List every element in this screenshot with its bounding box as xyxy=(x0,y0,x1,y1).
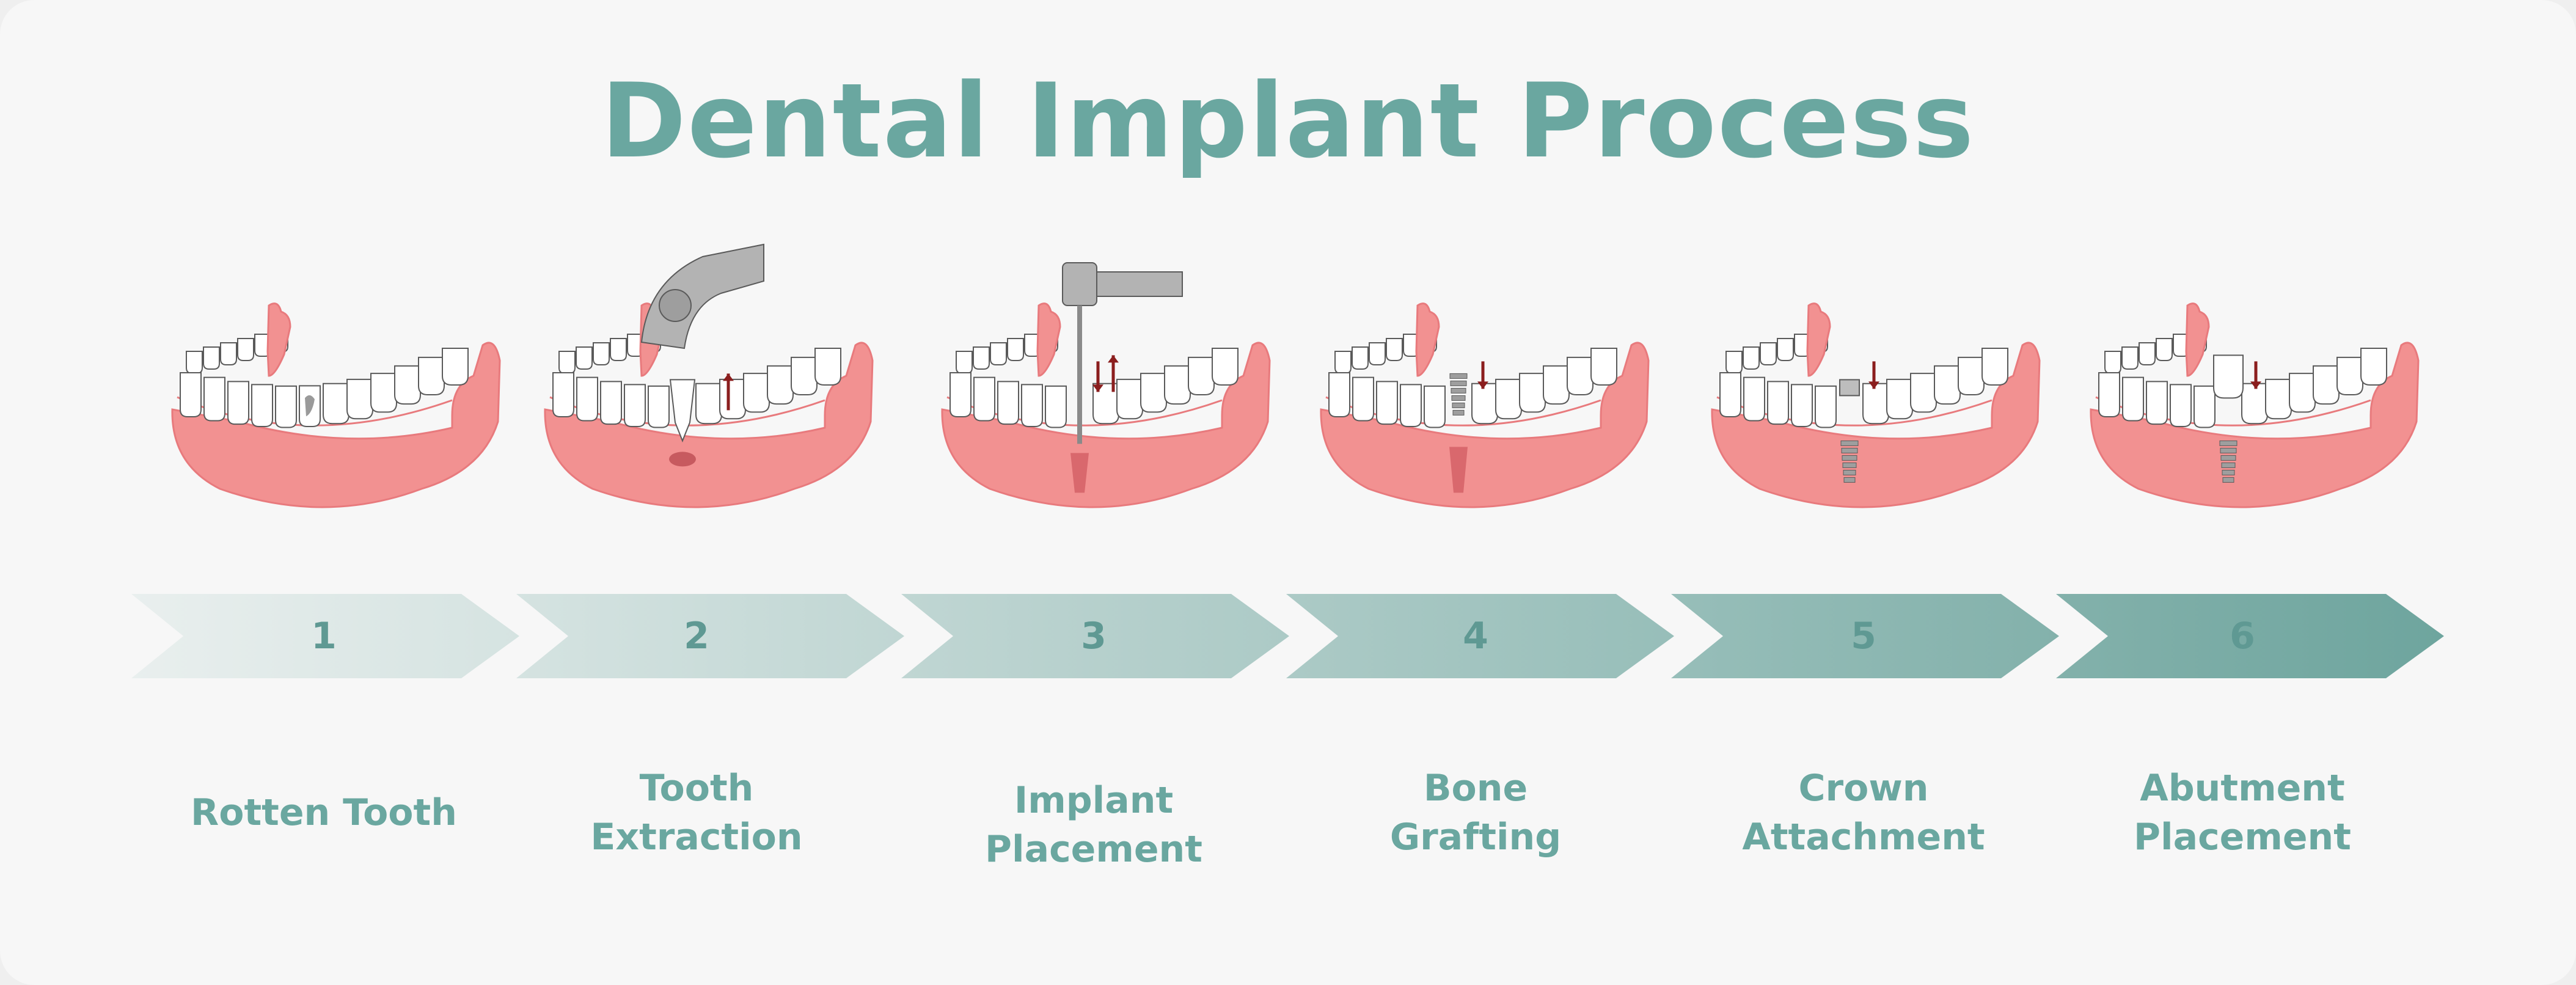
jaw-extraction-pliers-icon xyxy=(538,232,880,550)
page-title: Dental Implant Process xyxy=(601,61,1975,181)
step-number: 2 xyxy=(684,615,709,657)
step-chevron-6: 6 xyxy=(2056,594,2444,678)
step-chevron-1: 1 xyxy=(131,594,519,678)
step-label-1: Rotten Tooth xyxy=(153,788,495,837)
step-number: 6 xyxy=(2230,615,2255,657)
step-label-line: Placement xyxy=(2134,816,2351,859)
step-number: 5 xyxy=(1851,615,1876,657)
step-number: 4 xyxy=(1463,615,1488,657)
step-label-line: Rotten Tooth xyxy=(191,791,457,834)
step-label-line: Placement xyxy=(985,828,1202,871)
step-label-line: Crown xyxy=(1798,767,1929,810)
step-chevron-3: 3 xyxy=(901,594,1289,678)
step-chevron-4: 4 xyxy=(1286,594,1674,678)
step-label-line: Attachment xyxy=(1742,816,1985,859)
step-label-line: Abutment xyxy=(2140,767,2345,810)
step-label-line: Implant xyxy=(1014,779,1174,822)
jaw-drill-implant-icon xyxy=(935,232,1277,550)
jaw-screw-implant-icon xyxy=(1314,232,1656,550)
step-label-line: Extraction xyxy=(590,816,803,859)
step-chevron-2: 2 xyxy=(516,594,904,678)
step-number: 3 xyxy=(1081,615,1107,657)
jaw-rotten-tooth-icon xyxy=(165,232,507,550)
jaw-abutment-icon xyxy=(1705,232,2047,550)
step-chevron-5: 5 xyxy=(1671,594,2059,678)
step-label-line: Grafting xyxy=(1389,816,1562,859)
jaw-crown-icon xyxy=(2084,232,2426,550)
step-label-line: Bone xyxy=(1423,767,1528,810)
step-label-line: Tooth xyxy=(639,767,754,810)
step-number: 1 xyxy=(311,615,337,657)
